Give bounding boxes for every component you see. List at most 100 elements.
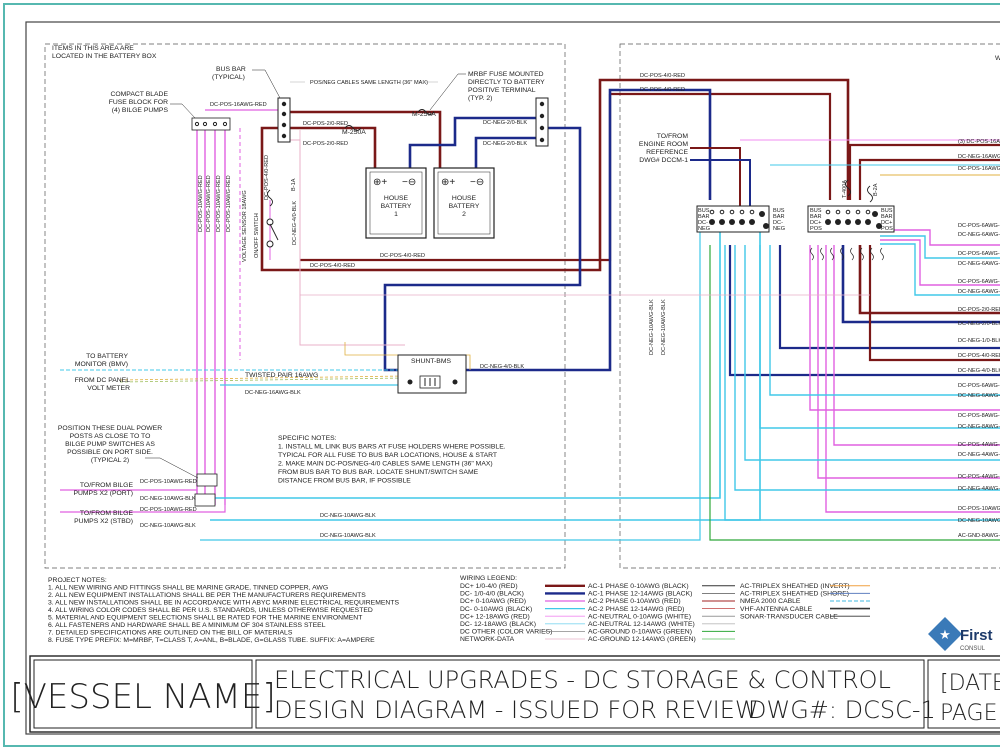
bus-pos-line: BAR (810, 214, 822, 220)
bus-stud-small (835, 209, 841, 215)
fuse-terminal (222, 121, 228, 127)
specific-note-line: 1. INSTALL ML LINK BUS BARS AT FUSE HOLD… (278, 444, 506, 451)
bus-stud (709, 219, 715, 225)
main-wires (260, 78, 1000, 377)
partial-label: W (995, 55, 1000, 62)
bus-bar-battery (277, 97, 291, 143)
legend-label: DC- 1/0-4/0 (BLACK) (460, 591, 524, 598)
logo-text: First (960, 627, 993, 644)
bus-neg-line: DC- (773, 220, 783, 226)
fuse-symbol (417, 109, 435, 115)
wire-label: DC-NEG-10AWG-BLK (661, 299, 667, 355)
specific-note-line: 2. MAKE MAIN DC-POS/NEG-4/0 CABLES SAME … (278, 461, 493, 468)
bus-neg-line: NEG (773, 226, 785, 232)
wire-label: DC-NEG-10AWG-BLK (140, 523, 196, 529)
fuse-terminal (202, 121, 208, 127)
title-block: [VESSEL NAME] ELECTRICAL UPGRADES - DC S… (10, 655, 1000, 733)
bus-neg-label: BUS BAR DC- NEG (698, 208, 710, 232)
battery-area-title-line: ITEMS IN THIS AREA ARE (52, 45, 134, 52)
fuse-symbol (867, 185, 873, 203)
compact-blade-fuse-block (191, 117, 231, 131)
house-battery-1: ⊕+ −⊖ (365, 167, 427, 239)
wire-label: DC-NEG-6AWG-BLK (958, 232, 1000, 238)
svg-text:−⊖: −⊖ (402, 177, 416, 188)
bus-stud-small (749, 209, 755, 215)
dual-power-line: POSSIBLE ON PORT SIDE. (67, 449, 153, 456)
battery-2-label: HOUSE BATTERY 2 (449, 195, 480, 218)
wire-label: DC-NEG-6AWG-BLK (958, 393, 1000, 399)
wire-label: DC-POS-10AWG-RED (206, 175, 212, 232)
svg-text:⊕+: ⊕+ (441, 177, 455, 188)
dual-power-post-port (196, 473, 218, 487)
project-note-line: 7. DETAILED SPECIFICATIONS ARE OUTLINED … (48, 630, 293, 637)
battery-box-region (44, 43, 566, 569)
bus-stud (739, 219, 745, 225)
wire-label: DC-POS-10AWG-RED (226, 175, 232, 232)
bus-neg-line: BAR (773, 214, 785, 220)
bus-stud-small (845, 209, 851, 215)
wire-label: DC-NEG-1/0-BLK (958, 338, 1000, 344)
wire-label: DC-POS-4/0-RED (310, 263, 355, 269)
wire-labels: DC-POS-4/0-RED DC-POS-4/0-RED DC-POS-4/0… (140, 73, 685, 539)
legend-label: AC-NEUTRAL 12-14AWG (WHITE) (588, 621, 695, 628)
legend-label: AC-GROUND 0-10AWG (GREEN) (588, 629, 692, 636)
switch-lever (269, 223, 279, 241)
legend-label: AC-2 PHASE 12-14AWG (RED) (588, 606, 684, 613)
wire-label: DC-NEG-4AWG-BLK (958, 486, 1000, 492)
legend-label: DC OTHER (COLOR VARIES) (460, 629, 552, 636)
bus-stud (763, 223, 769, 229)
branch-fuse-symbol (840, 247, 844, 261)
star-icon: ★ (939, 627, 951, 642)
branch-fuse-symbol (830, 247, 834, 261)
legend-title: WIRING LEGEND: (460, 575, 517, 582)
right-wire-labels: (3) DC-POS-16AWGDC-NEG-16AWGDC-POS-16AWG… (958, 139, 1000, 539)
wire-label: DC-NEG-10AWG-BLK (320, 533, 376, 539)
wire-label: DC-POS-2/0-RED (958, 307, 1000, 313)
on-off-switch (266, 240, 274, 248)
wire-label: DC-NEG-16AWG-BLK (245, 390, 301, 396)
wire-label: DC-NEG-2/0-BLK (483, 120, 527, 126)
bus-stud-small (729, 209, 735, 215)
engine-room-line: REFERENCE (646, 149, 688, 156)
wire-label: DC-POS-4/0-RED (640, 87, 685, 93)
legend-label: AC-TRIPLEX SHEATHED (INVERT) (740, 583, 850, 590)
bus-bar-stud (281, 101, 287, 107)
wire-label: DC-NEG-6AWG-BLK (958, 289, 1000, 295)
wire-label: DC-POS-16AWG-RED (210, 102, 267, 108)
date-field: [DATE, (940, 671, 1000, 696)
dual-power-post-stbd (194, 493, 216, 507)
bus-stud-small (865, 209, 871, 215)
fuse-terminal (194, 121, 200, 127)
wire-label: DC-NEG-4/0-BLK (958, 368, 1000, 374)
wire-label: DC-NEG-2/0-BLK (958, 321, 1000, 327)
fuse-block-callout-line: COMPACT BLADE (110, 91, 168, 98)
fuse-label: B-2A (873, 183, 879, 196)
project-notes: PROJECT NOTES:1. ALL NEW WIRING AND FITT… (48, 577, 399, 644)
bilge-stbd-callout: TO/FROM BILGE PUMPS X2 (STBD) (74, 510, 133, 525)
bus-bar-stud (539, 125, 545, 131)
dual-power-line: POSTS AS CLOSE TO TO (70, 433, 151, 440)
bus-stud (835, 219, 841, 225)
battery-label-line: HOUSE (384, 195, 409, 202)
bus-stud (876, 223, 882, 229)
battery-label-line: HOUSE (452, 195, 477, 202)
bus-bar-stud (281, 122, 287, 128)
battery-monitor-line: MONITOR (BMV) (75, 361, 128, 368)
bus-bar-stud (539, 113, 545, 119)
wire-label: DC-POS-16AWG (958, 166, 1000, 172)
bus-pos-label-right: BUS BAR DC+ POS (881, 208, 893, 232)
legend-label: AC-NEUTRAL 0-10AWG (WHITE) (588, 613, 691, 620)
project-note-line: 8. FUSE TYPE PREFIX: M=MRBF, T=CLASS T, … (48, 637, 375, 644)
fuse-label: T-400A (842, 180, 848, 198)
bus-stud (845, 219, 851, 225)
wire-label: DC-POS-2/0-RED (303, 121, 348, 127)
bus-bar-callout-line: (TYPICAL) (212, 74, 245, 81)
specific-notes: SPECIFIC NOTES:1. INSTALL ML LINK BUS BA… (278, 435, 506, 485)
svg-text:−⊖: −⊖ (470, 177, 484, 188)
project-note-line: 4. ALL WIRING COLOR CODES SHALL BE PER U… (48, 607, 373, 614)
battery-label-line: BATTERY (449, 203, 480, 210)
drawing-title-line2: DESIGN DIAGRAM - ISSUED FOR REVIEW (274, 696, 759, 724)
bus-stud (825, 219, 831, 225)
bilge-stbd-line: TO/FROM BILGE (80, 510, 134, 517)
mrbf-callout-line: POSITIVE TERMINAL (468, 87, 536, 94)
